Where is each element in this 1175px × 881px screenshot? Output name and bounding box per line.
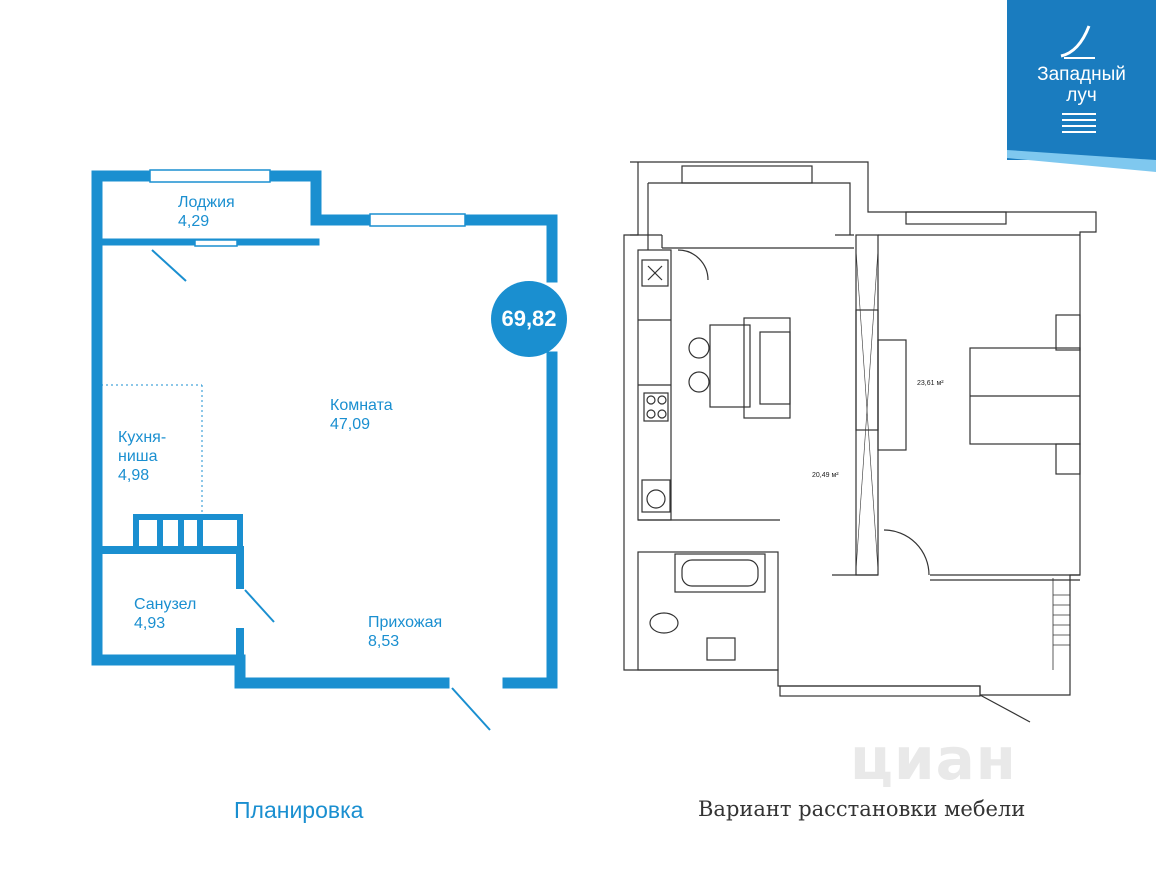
- room-name: Санузел: [134, 596, 197, 613]
- room-name: Комната: [330, 397, 393, 414]
- simple-floor-plan: [91, 169, 558, 731]
- room-hallway: Прихожая 8,53: [368, 613, 442, 651]
- logo-line1: Западный: [1037, 64, 1126, 85]
- room-main: Комната 47,09: [330, 396, 393, 434]
- caption-plan: Планировка: [234, 797, 364, 823]
- logo-underline: [1007, 150, 1156, 172]
- brand-logo: Западный луч: [1007, 0, 1156, 160]
- furniture-floor-plan: [623, 161, 1097, 723]
- caption-furniture: Вариант расстановки мебели: [698, 797, 1026, 821]
- room-name-2: ниша: [118, 448, 158, 465]
- room-area: 47,09: [330, 416, 371, 433]
- logo-arc-icon: [1060, 25, 1095, 59]
- area-label-right: 23,61 м²: [917, 380, 944, 387]
- watermark: циан: [850, 725, 1017, 793]
- room-area: 4,98: [118, 467, 150, 484]
- room-name: Кухня-: [118, 429, 167, 446]
- room-kitchen: Кухня- ниша 4,98: [118, 428, 166, 485]
- area-label-left: 20,49 м²: [812, 472, 839, 479]
- room-area: 4,93: [134, 615, 166, 632]
- room-area: 4,29: [178, 213, 210, 230]
- room-name: Лоджия: [178, 194, 235, 211]
- room-bathroom: Санузел 4,93: [134, 595, 196, 633]
- room-loggia: Лоджия 4,29: [178, 193, 235, 231]
- room-name: Прихожая: [368, 614, 443, 631]
- logo-lines-icon: [1062, 113, 1096, 133]
- room-area: 8,53: [368, 633, 400, 650]
- total-area-badge: 69,82: [491, 281, 567, 357]
- logo-line2: луч: [1066, 85, 1097, 106]
